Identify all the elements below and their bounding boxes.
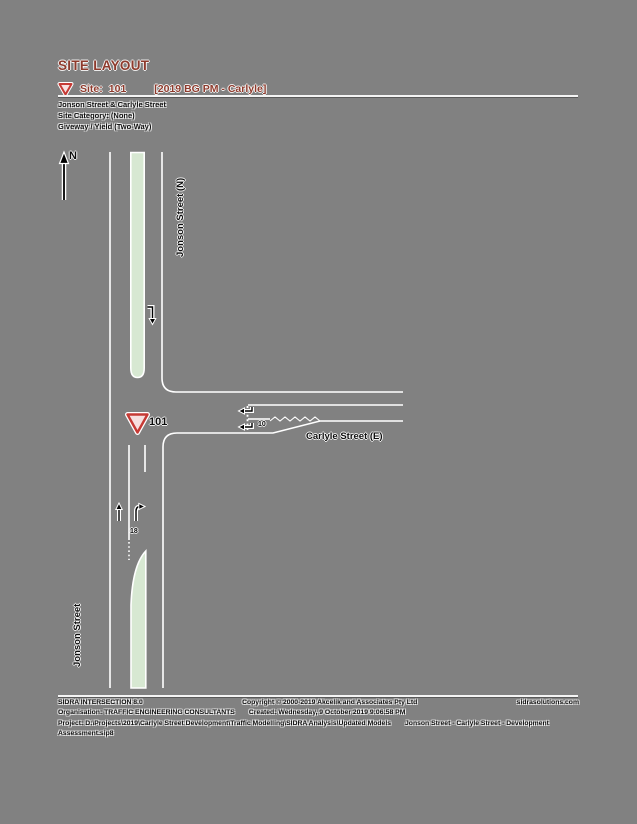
site-header-row: Site: 101 [2019 BG PM - Carlyle]	[57, 80, 266, 97]
street-label-south: Jonson Street	[72, 603, 83, 667]
yield-site-icon	[57, 81, 74, 96]
footer-line-4: Assessment.sip8	[58, 729, 579, 739]
east-short-lane-zigzag	[269, 416, 321, 422]
road-edge-east-bottom-south	[162, 420, 403, 688]
project-path: Project: D:\Projects\2019\Carlyle Street…	[58, 719, 392, 727]
site-marker-label: 101	[149, 416, 168, 428]
yield-sign-icon	[125, 412, 150, 435]
project-name: Jonson Street - Carlyle Street - Develop…	[405, 719, 549, 727]
footer-line-3: Project: D:\Projects\2019\Carlyle Street…	[58, 719, 579, 729]
westbound-turn-arrow-bottom-icon	[237, 423, 254, 431]
website-text: sidrasolutions.com	[516, 699, 579, 706]
app-version: SIDRA INTERSECTION 8.0	[58, 699, 143, 706]
street-label-north: Jonson Street (N)	[175, 177, 186, 257]
copyright-text: Copyright © 2000-2019 Akcelik and Associ…	[242, 699, 418, 706]
median-island-south	[130, 548, 147, 689]
organisation-text: Organisation: TRAFFIC ENGINEERING CONSUL…	[58, 709, 235, 717]
north-indicator-label: N	[69, 150, 77, 162]
site-id: 101	[108, 82, 127, 95]
street-label-east: Carlyle Street (E)	[306, 431, 383, 442]
road-edge-north-east-top	[161, 152, 403, 393]
northbound-right-turn-arrow-icon	[134, 502, 147, 521]
site-label: Site:	[80, 82, 103, 95]
footer-line-2: Organisation: TRAFFIC ENGINEERING CONSUL…	[58, 708, 579, 718]
footer-divider	[58, 695, 578, 697]
scenario-name: [2019 BG PM - Carlyle]	[154, 82, 267, 95]
westbound-turn-arrow-top-icon	[237, 407, 254, 415]
report-footer: SIDRA INTERSECTION 8.0 Copyright © 2000-…	[58, 698, 579, 740]
northbound-through-arrow-icon	[114, 501, 124, 521]
north-arrow-icon	[58, 150, 70, 200]
site-description: Jonson Street & Carlyle Street Site Cate…	[58, 99, 166, 132]
southbound-lane-arrow-icon	[147, 305, 157, 326]
south-short-lane-length: 18	[130, 528, 138, 535]
header-divider	[58, 95, 578, 97]
intersection-name: Jonson Street & Carlyle Street	[58, 100, 166, 109]
median-island-north	[130, 151, 145, 379]
control-type: Giveway / Yield (Two-Way)	[58, 122, 152, 131]
created-timestamp: Created: Wednesday, 9 October 2019 9:06:…	[248, 709, 406, 717]
footer-line-1: SIDRA INTERSECTION 8.0 Copyright © 2000-…	[58, 698, 579, 708]
site-category: Site Category: (None)	[58, 111, 135, 120]
page-title: SITE LAYOUT	[58, 58, 150, 73]
project-filename: Assessment.sip8	[58, 730, 114, 738]
east-short-lane-length: 10	[258, 421, 266, 428]
